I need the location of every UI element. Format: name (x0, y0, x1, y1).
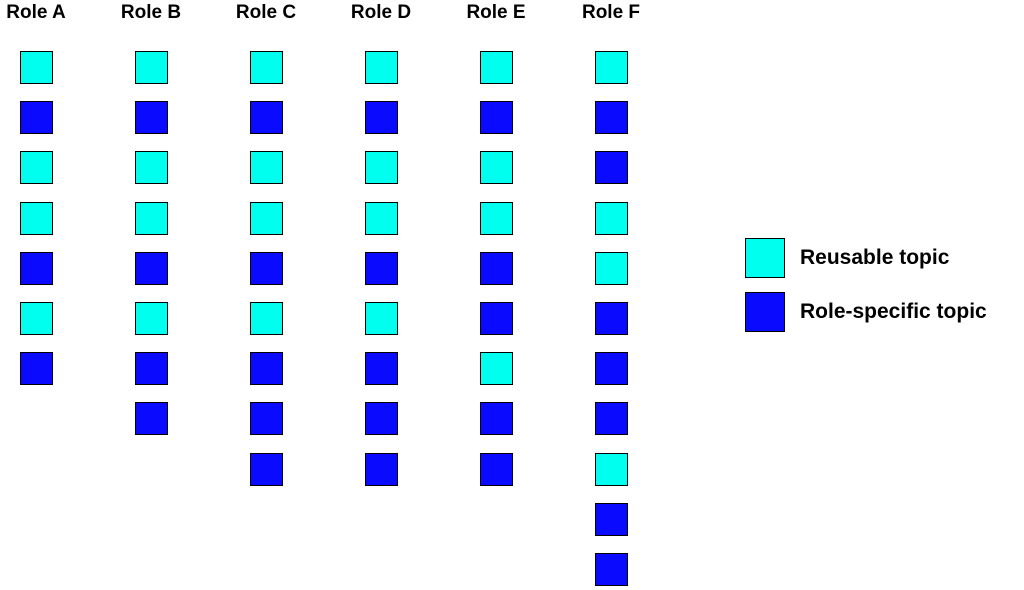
role-specific-topic-box (20, 101, 53, 134)
role-specific-topic-box (595, 503, 628, 536)
reusable-topic-box (365, 302, 398, 335)
role-title: Role E (466, 2, 526, 23)
reusable-topic-box (250, 151, 283, 184)
role-title: Role F (581, 2, 641, 23)
reusable-topic-box (595, 202, 628, 235)
reusable-topic-box (20, 151, 53, 184)
legend-item-role-specific: Role-specific topic (745, 292, 1024, 332)
reusable-topic-box (135, 151, 168, 184)
reusable-topic-box (365, 51, 398, 84)
role-specific-topic-box (250, 453, 283, 486)
role-specific-topic-box (135, 101, 168, 134)
role-specific-topic-box (365, 453, 398, 486)
reusable-topic-box (20, 51, 53, 84)
reusable-topic-box (480, 352, 513, 385)
role-specific-topic-box (480, 302, 513, 335)
role-specific-topic-box (595, 402, 628, 435)
role-specific-topic-box (480, 252, 513, 285)
role-specific-topic-box (250, 402, 283, 435)
role-specific-topic-box (250, 252, 283, 285)
role-specific-topic-box (480, 101, 513, 134)
reusable-topic-box (365, 202, 398, 235)
role-specific-topic-box (135, 252, 168, 285)
role-specific-topic-box (365, 252, 398, 285)
role-title: Role B (120, 2, 182, 23)
role-specific-topic-box (595, 151, 628, 184)
reusable-topic-box (480, 202, 513, 235)
role-title: Role D (350, 2, 412, 23)
legend-swatch-reusable (745, 238, 785, 278)
role-specific-topic-box (595, 553, 628, 586)
role-specific-topic-box (595, 101, 628, 134)
legend-swatch-role-specific (745, 292, 785, 332)
role-specific-topic-box (135, 352, 168, 385)
role-specific-topic-box (250, 101, 283, 134)
reusable-topic-box (595, 252, 628, 285)
reusable-topic-box (20, 302, 53, 335)
role-specific-topic-box (365, 352, 398, 385)
role-specific-topic-box (135, 402, 168, 435)
role-specific-topic-box (480, 402, 513, 435)
role-specific-topic-box (595, 302, 628, 335)
reusable-topic-box (250, 302, 283, 335)
reusable-topic-box (250, 202, 283, 235)
role-title: Role A (6, 2, 66, 23)
reusable-topic-box (135, 202, 168, 235)
role-specific-topic-box (595, 352, 628, 385)
legend-label-role-specific: Role-specific topic (800, 300, 987, 323)
role-specific-topic-box (20, 352, 53, 385)
reusable-topic-box (135, 302, 168, 335)
reusable-topic-box (480, 51, 513, 84)
role-title: Role C (235, 2, 297, 23)
role-specific-topic-box (20, 252, 53, 285)
reusable-topic-box (595, 51, 628, 84)
role-specific-topic-box (365, 101, 398, 134)
legend-item-reusable: Reusable topic (745, 238, 1024, 278)
reusable-topic-box (480, 151, 513, 184)
role-specific-topic-box (365, 402, 398, 435)
legend-label-reusable: Reusable topic (800, 246, 950, 269)
role-specific-topic-box (250, 352, 283, 385)
reusable-topic-box (135, 51, 168, 84)
role-specific-topic-box (480, 453, 513, 486)
reusable-topic-box (595, 453, 628, 486)
reusable-topic-box (20, 202, 53, 235)
reusable-topic-box (365, 151, 398, 184)
reusable-topic-box (250, 51, 283, 84)
